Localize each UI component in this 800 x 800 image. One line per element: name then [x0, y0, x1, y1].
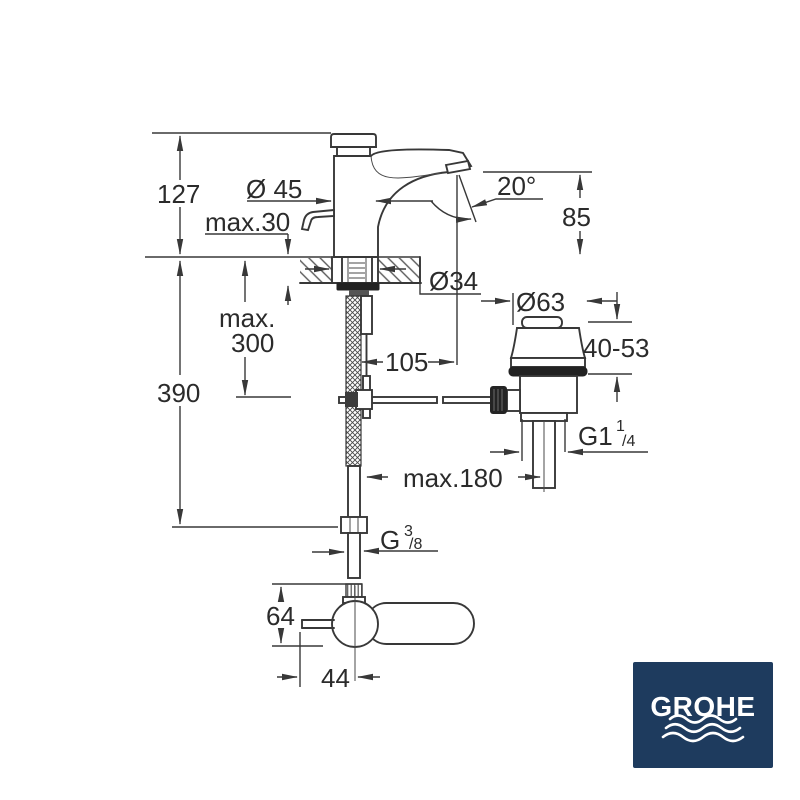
dim-label-waste-thread: G1: [578, 421, 613, 451]
dim-label-supply-thread-den: /8: [409, 536, 422, 553]
mounting-deck-section: [145, 256, 422, 296]
rod-clamp: [345, 392, 358, 407]
horizontal-rod-left: [338, 396, 438, 404]
hose-connector-nut: [340, 516, 368, 534]
dim-label-deck-thickness: max.30: [205, 207, 290, 237]
dim-label-supply-thread: G: [380, 525, 400, 555]
hose-tube-lower: [347, 532, 361, 579]
waste-flange: [509, 327, 587, 359]
handle-stem: [345, 583, 363, 598]
waste-seal: [508, 366, 588, 377]
knob-stub: [506, 389, 521, 412]
logo-background: [633, 662, 773, 768]
supply-hose: [340, 295, 368, 579]
grohe-wordmark: GROHE: [650, 691, 755, 722]
braided-hose: [345, 295, 362, 467]
waste-flange-band: [510, 357, 586, 368]
dim-label-supply-thread-num: 3: [404, 523, 413, 540]
water-stream-reference: [430, 174, 477, 365]
grohe-logo: GROHE: [633, 662, 773, 768]
dim-label-handle-depth: 64: [266, 601, 295, 631]
cross-fitting-block: [355, 389, 373, 410]
dim-label-flange-diameter: Ø63: [516, 287, 565, 317]
dim-label-overall-height: 127: [157, 179, 200, 209]
handle-lever: [365, 602, 475, 645]
spout-inner-curve: [370, 155, 442, 179]
deck-hatch-right: [378, 258, 420, 282]
dim-label-total-depth: 390: [157, 378, 200, 408]
dimension-annotations: [152, 132, 648, 556]
dim-label-hose-drop-1: max.: [219, 303, 275, 333]
faucet-side-view: [300, 133, 473, 258]
dim-label-hose-drop-2: 300: [231, 328, 274, 358]
horizontal-rod-right: [442, 396, 495, 404]
waste-body: [519, 375, 578, 414]
waste-push-cap: [521, 316, 563, 329]
dim-label-body-diameter: Ø 45: [246, 174, 302, 204]
hose-tube-upper: [347, 465, 361, 519]
pull-rod-upper: [360, 295, 373, 335]
handle-top-view: [272, 583, 475, 687]
mounting-washer: [336, 282, 380, 291]
deck-hatch-left: [300, 258, 332, 282]
faucet-cap: [330, 133, 377, 148]
shank-collar: [349, 290, 369, 296]
control-lever: [300, 208, 335, 232]
aerator: [444, 159, 472, 175]
pop-up-waste: [490, 316, 588, 492]
dim-label-hole-diameter: Ø34: [429, 266, 478, 296]
dim-label-stream-angle: 20°: [497, 171, 536, 201]
dim-label-waste-thread-den: /4: [622, 433, 635, 450]
grohe-waves-icon: [661, 714, 745, 743]
mounting-shank: [341, 256, 373, 284]
dim-label-rod-reach: max.180: [403, 463, 503, 493]
waste-nut-ring: [520, 412, 568, 422]
dim-label-handle-offset: 44: [321, 663, 350, 693]
dim-label-spout-reach: 105: [385, 347, 428, 377]
dim-label-clamping-range: 40-53: [583, 333, 650, 363]
dim-label-waste-thread-num: 1: [616, 418, 625, 435]
dim-label-spout-height: 85: [562, 202, 591, 232]
